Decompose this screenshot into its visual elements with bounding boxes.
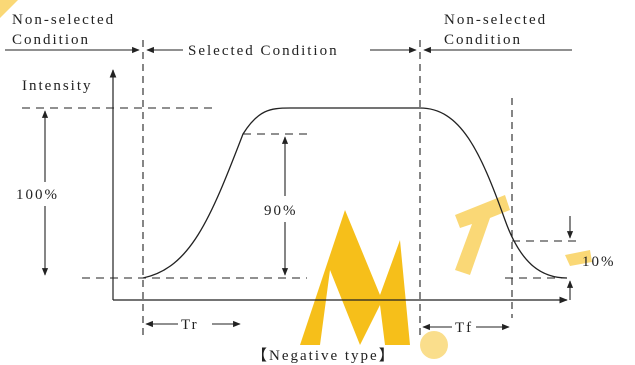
percentage-arrows	[41, 110, 574, 300]
watermark-corner	[0, 0, 18, 18]
watermark	[0, 0, 592, 360]
label-10-percent: 10%	[582, 254, 616, 270]
watermark-letter-t	[455, 195, 510, 275]
label-90-percent: 90%	[264, 203, 298, 219]
y-axis-label: Intensity	[22, 78, 93, 94]
nonselected-left-label-2: Condition	[12, 32, 90, 48]
time-arrows	[145, 320, 510, 331]
nonselected-right-label-2: Condition	[444, 32, 522, 48]
reference-lines	[22, 107, 578, 279]
caption: 【Negative type】	[252, 347, 396, 364]
watermark-letter-m	[300, 210, 410, 345]
watermark-letter-e	[565, 250, 592, 266]
nonselected-right-label-1: Non-selected	[444, 12, 547, 28]
tf-label: Tf	[455, 320, 473, 336]
response-curve	[142, 107, 568, 279]
selected-label: Selected Condition	[188, 43, 339, 59]
nonselected-left-label-1: Non-selected	[12, 12, 115, 28]
watermark-letter-o	[419, 330, 449, 360]
condition-boundaries	[142, 40, 513, 340]
label-100-percent: 100%	[16, 187, 59, 203]
tr-label: Tr	[181, 317, 199, 333]
